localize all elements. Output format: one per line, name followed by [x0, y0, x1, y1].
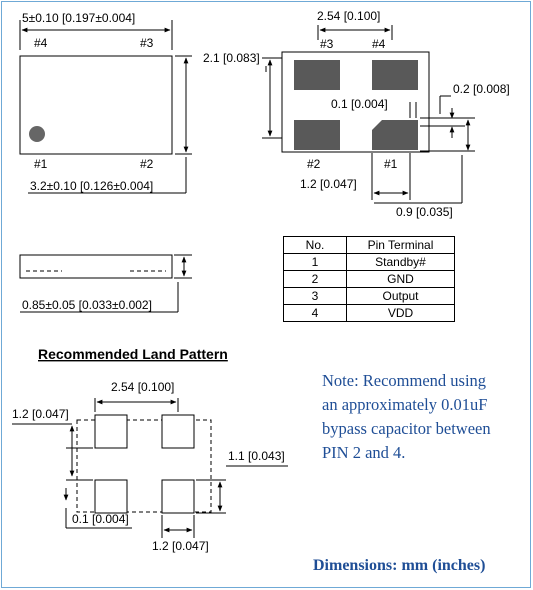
bottom-height-dim: 2.1 [0.083]	[203, 51, 260, 65]
bottom-chamfer-dim: 0.2 [0.008]	[453, 82, 510, 96]
pin1-indicator-dot	[29, 126, 45, 142]
land-pitch-dim: 2.54 [0.100]	[111, 380, 174, 394]
bottom-gap-dim: 0.1 [0.004]	[331, 97, 388, 111]
land-pattern-title: Recommended Land Pattern	[38, 346, 228, 362]
bottom-pin-label-2: #2	[307, 157, 321, 171]
pin-terminal: GND	[346, 270, 455, 288]
note-block: Note: Recommend using an approximately 0…	[322, 371, 491, 462]
pin-number: 1	[283, 253, 347, 271]
pin-number: 2	[283, 270, 347, 288]
top-length-dim: 3.2±0.10 [0.126±0.004]	[30, 179, 153, 193]
top-pin-label-3: #3	[140, 36, 154, 50]
column-header-no: No.	[283, 236, 347, 254]
note-line-4: PIN 2 and 4.	[322, 443, 405, 462]
table-row: 2 GND	[283, 270, 455, 288]
table-row: 1 Standby#	[283, 253, 455, 271]
pad-1-chamfered	[372, 120, 418, 150]
land-pad-h-dim: 1.1 [0.043]	[228, 449, 285, 463]
component-outline	[76, 419, 212, 513]
note-line-2: an approximately 0.01uF	[322, 395, 487, 414]
side-thickness-dim: 0.85±0.05 [0.033±0.002]	[22, 298, 152, 312]
land-pad-1	[94, 479, 128, 514]
land-pad-3	[161, 414, 195, 449]
land-gap-dim: 0.1 [0.004]	[72, 512, 129, 526]
pad-2	[294, 120, 340, 150]
top-view: 5±0.10 [0.197±0.004] #4 #3 #1 #2 3.2±0.1…	[19, 11, 192, 194]
land-pad-2	[161, 479, 195, 514]
units-note: Dimensions: mm (inches)	[313, 557, 485, 574]
pin-terminal: Standby#	[346, 253, 455, 271]
pad-4	[372, 60, 418, 90]
bottom-pin-label-3: #3	[320, 37, 334, 51]
land-pad-4	[94, 414, 128, 449]
pad-3	[294, 60, 340, 90]
top-pin-label-1: #1	[34, 157, 48, 171]
side-view: 0.85±0.05 [0.033±0.002]	[19, 254, 192, 313]
pin-terminal: Output	[346, 287, 455, 305]
land-pattern: Recommended Land Pattern 2.54 [0.100] 1.…	[12, 346, 288, 553]
table-header-row: No. Pin Terminal	[283, 236, 455, 254]
column-header-terminal: Pin Terminal	[346, 236, 455, 254]
top-pin-label-4: #4	[34, 36, 48, 50]
land-pad-w-dim: 1.2 [0.047]	[152, 539, 209, 553]
note-line-3: bypass capacitor between	[322, 419, 491, 438]
table-row: 4 VDD	[283, 304, 455, 322]
pin-terminal-table: No. Pin Terminal 1 Standby# 2 GND 3 Outp…	[283, 236, 455, 322]
pin-terminal: VDD	[346, 304, 455, 322]
top-width-dim: 5±0.10 [0.197±0.004]	[22, 11, 135, 25]
pin-number: 3	[283, 287, 347, 305]
table-row: 3 Output	[283, 287, 455, 305]
bottom-pin-label-1: #1	[384, 157, 398, 171]
package-body-top	[19, 55, 173, 155]
bottom-pad-height-dim: 0.9 [0.035]	[396, 205, 453, 219]
land-pad-len-dim: 1.2 [0.047]	[12, 407, 69, 421]
bottom-view: 2.54 [0.100] #3 #4 2.1 [0.083] 0.1 [0.00…	[203, 9, 510, 219]
bottom-pad-width-dim: 1.2 [0.047]	[300, 177, 357, 191]
pin-number: 4	[283, 304, 347, 322]
bottom-pin-label-4: #4	[372, 37, 386, 51]
top-pin-label-2: #2	[140, 157, 154, 171]
package-body-side	[19, 254, 173, 279]
note-line-1: Note: Recommend using	[322, 371, 486, 390]
bottom-pitch-dim: 2.54 [0.100]	[317, 9, 380, 23]
